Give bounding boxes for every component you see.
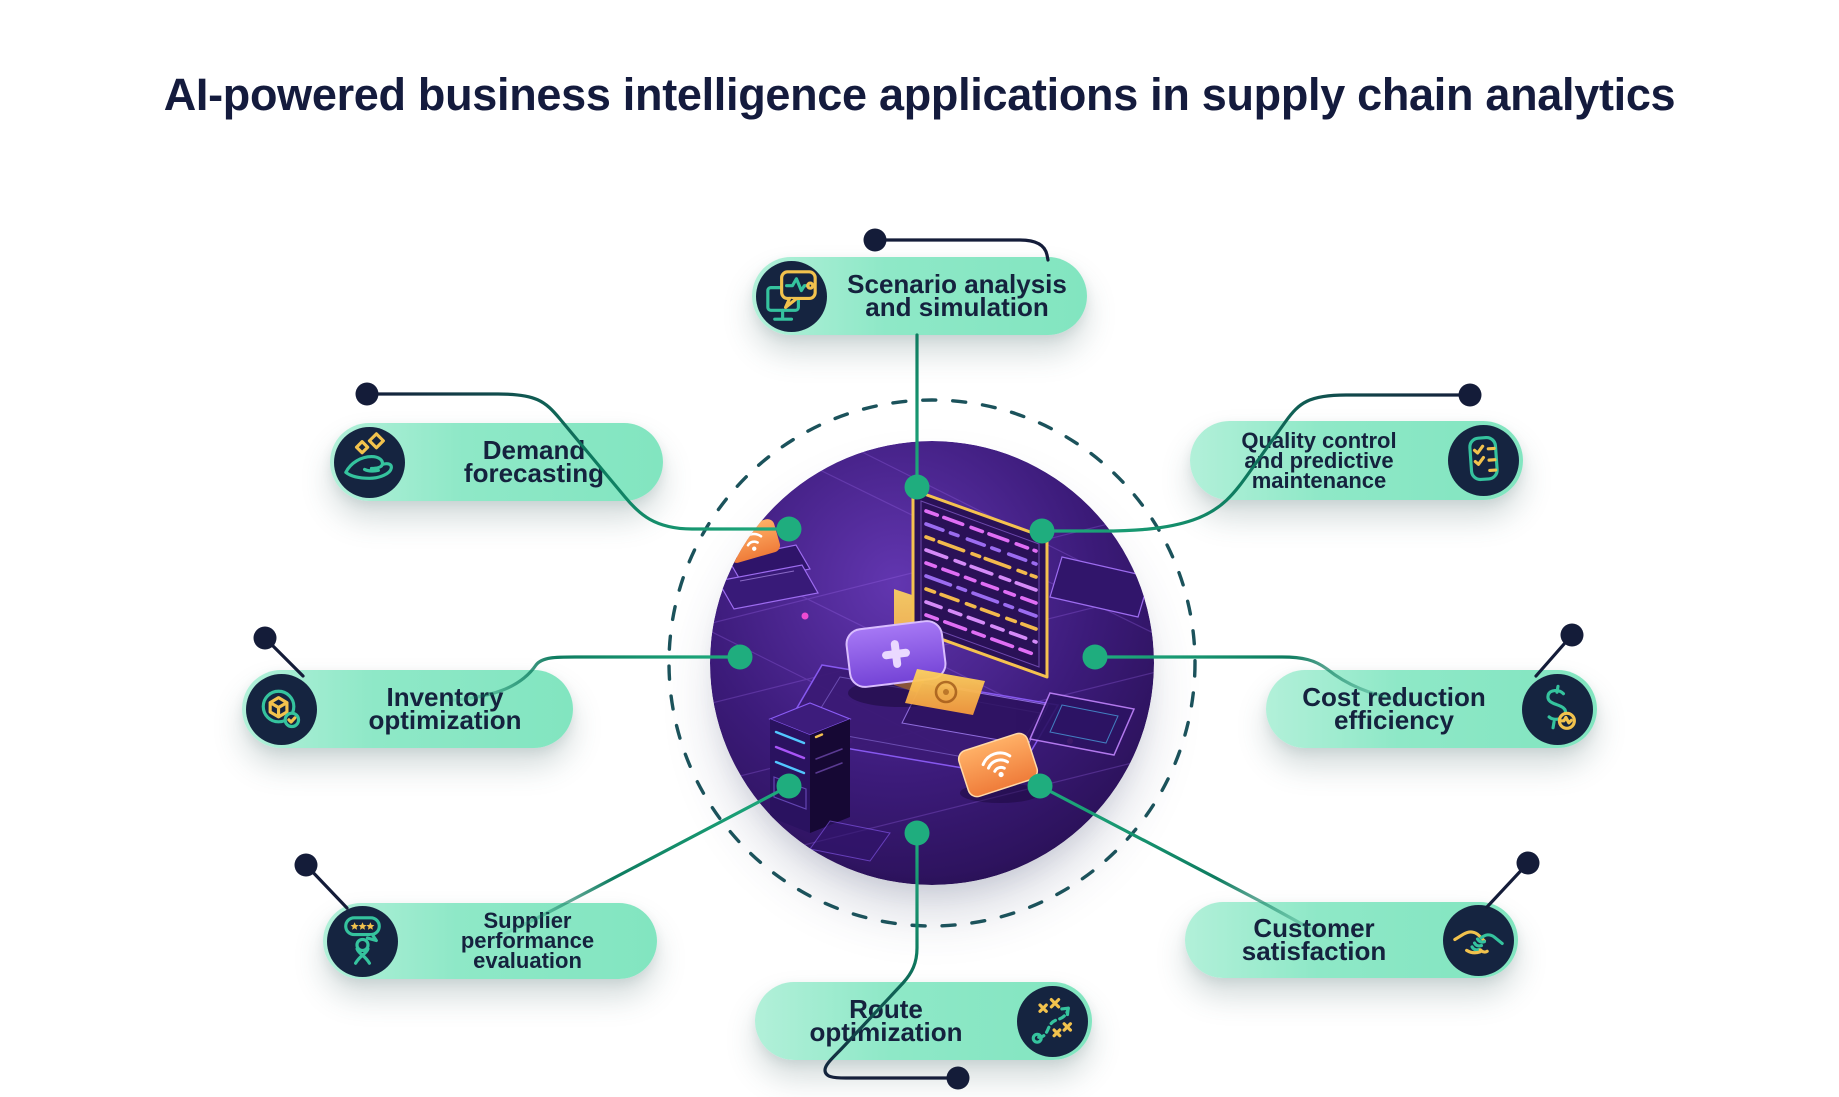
pill-label: Demand forecasting (463, 435, 605, 488)
pill-customer-satisfaction: Customer satisfaction (1185, 902, 1518, 978)
supply-chain-illustration (710, 441, 1154, 885)
pill-quality-control: Quality control and predictive maintenan… (1190, 421, 1523, 500)
checklist-icon (1448, 425, 1519, 496)
pill-label: Customer satisfaction (1241, 913, 1387, 966)
connector-dot (863, 228, 887, 252)
dollar-coin-icon (1522, 673, 1593, 745)
pill-label: Route optimization (809, 994, 963, 1047)
connector-dot (1458, 383, 1482, 407)
connector-dot (355, 382, 379, 406)
handshake-icon (1443, 904, 1514, 976)
connector-dot (946, 1066, 970, 1090)
connector-dot (1516, 851, 1540, 875)
connector-customer-stub (1485, 861, 1530, 909)
pill-label: Inventory optimization (368, 682, 522, 735)
connector-dot (253, 626, 277, 650)
connector-dot (1560, 623, 1584, 647)
monitor-pulse-icon (756, 260, 827, 332)
page-title: AI-powered business intelligence applica… (163, 69, 1676, 120)
person-rating-icon (327, 905, 398, 977)
pill-label: Cost reduction efficiency (1302, 682, 1486, 735)
pill-cost-reduction: Cost reduction efficiency (1266, 670, 1597, 748)
connector-dot (294, 853, 318, 877)
pill-inventory-optimization: Inventory optimization (242, 670, 573, 748)
pill-scenario-analysis: Scenario analysis and simulation (752, 257, 1087, 335)
strategy-route-icon (1017, 985, 1088, 1057)
hand-sparkles-icon (334, 426, 405, 498)
illustration-scene (710, 441, 1154, 885)
pill-demand-forecasting: Demand forecasting (330, 423, 663, 501)
pill-label: Quality control and predictive maintenan… (1241, 427, 1397, 493)
pill-supplier-performance: Supplier performance evaluation (323, 903, 657, 979)
pill-route-optimization: Route optimization (755, 982, 1092, 1060)
connector-supplier-stub (304, 863, 349, 910)
box-check-icon (246, 673, 317, 745)
pill-label: Supplier performance evaluation (460, 908, 595, 973)
pill-label: Scenario analysis and simulation (847, 269, 1067, 322)
